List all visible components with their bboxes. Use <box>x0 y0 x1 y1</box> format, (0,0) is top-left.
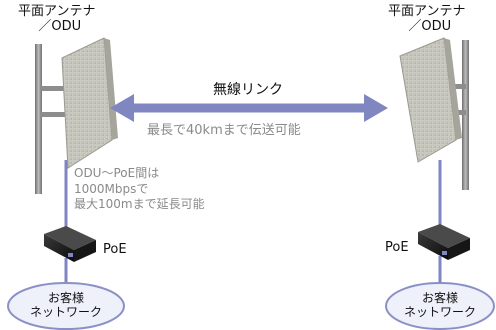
left-poe-injector-icon <box>44 226 96 262</box>
right-network-ellipse <box>385 282 495 330</box>
right-poe-injector-icon <box>418 224 470 260</box>
left-network-label-line1: お客様 <box>47 291 84 305</box>
cable-note: ODU～PoE間は 1000Mbpsで 最大100mまで延長可能 <box>74 166 205 213</box>
right-antenna-label: 平面アンテナ ／ODU <box>388 4 466 35</box>
left-poe-label: PoE <box>103 242 127 257</box>
left-bracket-icon <box>40 86 66 91</box>
left-pole <box>35 44 42 194</box>
link-distance: 最長で40kmまで伝送可能 <box>147 123 301 138</box>
right-network-label-line2: ネットワーク <box>403 305 476 320</box>
right-antenna-label-line1: 平面アンテナ <box>388 4 466 19</box>
left-antenna-label-line2: ／ODU <box>38 18 82 34</box>
left-network-label: お客様 ネットワーク <box>28 291 104 320</box>
link-title: 無線リンク <box>213 82 283 98</box>
cable-note-line2: 1000Mbpsで <box>74 181 149 196</box>
left-antenna-label-line1: 平面アンテナ <box>18 4 96 19</box>
right-network-label: お客様 ネットワーク <box>402 291 478 320</box>
right-flat-antenna-icon <box>399 37 462 163</box>
cable-note-line1: ODU～PoE間は <box>74 166 160 180</box>
left-site <box>7 37 125 330</box>
left-antenna-label: 平面アンテナ ／ODU <box>18 4 96 35</box>
cable-note-line3: 最大100mまで延長可能 <box>74 197 205 212</box>
left-network-label-line2: ネットワーク <box>29 305 102 320</box>
left-flat-antenna-icon <box>61 37 118 169</box>
left-network-ellipse <box>7 282 125 330</box>
right-network-label-line1: お客様 <box>421 291 458 305</box>
wireless-link-arrow <box>110 94 388 122</box>
right-antenna-label-line2: ／ODU <box>408 18 452 34</box>
right-poe-label: PoE <box>385 240 409 255</box>
right-site <box>385 37 495 330</box>
